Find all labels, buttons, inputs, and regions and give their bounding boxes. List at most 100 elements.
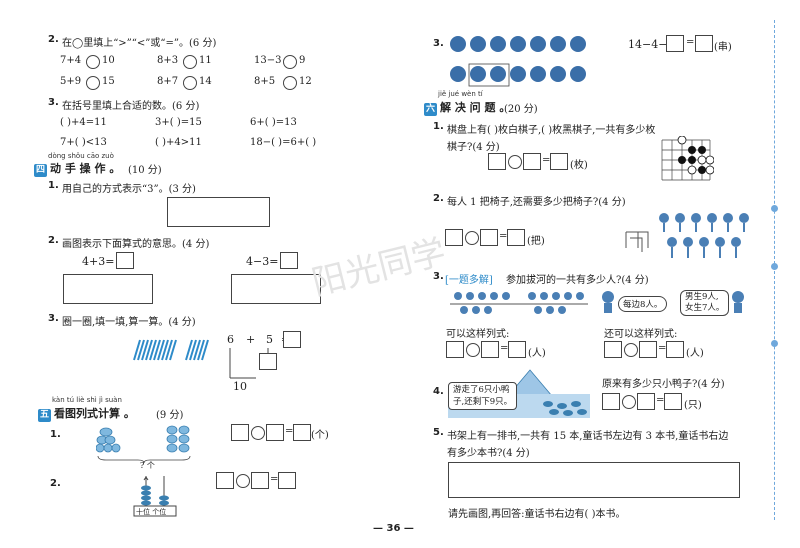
answer-box[interactable] [266, 424, 284, 441]
answer-box[interactable] [695, 35, 713, 52]
answer-box[interactable] [639, 341, 657, 358]
answer-box[interactable] [602, 393, 620, 410]
answer-box[interactable] [637, 393, 655, 410]
margin-guide-line [774, 20, 775, 520]
operator-circle[interactable] [622, 395, 636, 409]
operator-circle[interactable] [624, 343, 638, 357]
equals-sign: = [686, 37, 695, 48]
margin-dot [771, 205, 778, 212]
compare-right: 11 [199, 55, 212, 66]
question-number: 2. [433, 193, 444, 204]
section-score: (20 分) [504, 104, 538, 115]
section-pinyin: kàn tú liè shì jì suàn [52, 396, 122, 404]
drawing-area[interactable] [448, 462, 740, 498]
drawing-area[interactable] [167, 197, 270, 227]
compare-right: 12 [299, 76, 312, 87]
compare-left: 8+5 [254, 76, 276, 87]
answer-box[interactable] [280, 252, 298, 269]
compare-right: 15 [102, 76, 115, 87]
answer-box[interactable] [481, 341, 499, 358]
operator-circle[interactable] [465, 231, 479, 245]
compare-right: 10 [102, 55, 115, 66]
compare-left: 8+3 [157, 55, 179, 66]
fill-blank[interactable]: ( )+4=11 [60, 117, 107, 128]
question-number: 1. [50, 429, 61, 440]
answer-box[interactable] [251, 472, 269, 489]
fill-blank[interactable]: 6+( )=13 [250, 117, 297, 128]
fill-blank[interactable]: 18−( )=6+( ) [250, 137, 317, 148]
answer-box[interactable] [604, 341, 622, 358]
compare-circle[interactable] [183, 55, 197, 69]
answer-box[interactable] [508, 341, 526, 358]
section-header: 四动 手 操 作 。 [34, 160, 120, 177]
answer-box[interactable] [666, 341, 684, 358]
operator-circle[interactable] [236, 474, 250, 488]
equals-sign: = [656, 395, 665, 406]
question-number: 3. [48, 97, 59, 108]
question-number: 3. [48, 313, 59, 324]
unit-label: (串) [714, 42, 732, 53]
section-title: 解 决 问 题 。 [440, 101, 511, 114]
question-text: 书架上有一排书,一共有 15 本,童话书左边有 3 本书,童话书右边 [447, 431, 729, 442]
bubble-line: 女生7人。 [685, 303, 725, 313]
question-number: 4. [433, 386, 444, 397]
compare-circle[interactable] [86, 76, 100, 90]
question-text: 棋子?(4 分) [447, 142, 500, 153]
answer-box[interactable] [664, 393, 682, 410]
equals-sign: = [499, 231, 508, 242]
grapes-picture [450, 36, 586, 87]
answer-box[interactable] [293, 424, 311, 441]
right-page: 3. 14−4− = (串) jiě jué wèn tí 六解 决 问 题 。… [308, 0, 800, 548]
stones-picture [96, 425, 190, 453]
answer-box[interactable] [550, 153, 568, 170]
compare-right: 14 [199, 76, 212, 87]
section-score: (10 分) [128, 165, 162, 176]
equation: 4−3= [246, 255, 279, 268]
answer-box[interactable] [488, 153, 506, 170]
answer-box[interactable] [507, 229, 525, 246]
question-mark-label: ? 个 [140, 461, 155, 470]
answer-box[interactable] [523, 153, 541, 170]
unit-label: (枚) [570, 160, 588, 171]
equals-sign: = [270, 474, 279, 485]
left-page: 2. 在◯里填上“>”“<”或“=”。(6 分) 7+4 10 8+3 11 1… [34, 34, 329, 517]
operator-circle[interactable] [466, 343, 480, 357]
question-number: 2. [48, 235, 59, 246]
question-text: 画图表示下面算式的意思。(4 分) [62, 239, 210, 250]
answer-box[interactable] [231, 424, 249, 441]
question-number: 2. [50, 478, 61, 489]
abacus-label: 十位 个位 [136, 508, 167, 516]
answer-box[interactable] [259, 353, 277, 370]
fill-blank[interactable]: ( )+4>11 [155, 137, 202, 148]
compare-circle[interactable] [86, 55, 100, 69]
question-text: 原来有多少只小鸭子?(4 分) [602, 379, 725, 390]
answer-box[interactable] [278, 472, 296, 489]
drawing-area[interactable] [63, 274, 153, 304]
answer-box[interactable] [216, 472, 234, 489]
equals-sign: = [500, 343, 509, 354]
unit-label: (只) [684, 400, 702, 411]
answer-box[interactable] [116, 252, 134, 269]
compare-left: 8+7 [157, 76, 179, 87]
chairs-children-picture [625, 213, 749, 258]
compare-circle[interactable] [183, 76, 197, 90]
speech-bubble: 男生9人, 女生7人。 [680, 290, 730, 316]
compare-circle[interactable] [283, 55, 297, 69]
unit-label: (人) [528, 348, 546, 359]
fill-blank[interactable]: 7+( )<13 [60, 137, 107, 148]
fill-blank[interactable]: 3+( )=15 [155, 117, 202, 128]
answer-box[interactable] [445, 229, 463, 246]
operator-circle[interactable] [251, 426, 265, 440]
answer-box[interactable] [480, 229, 498, 246]
compare-circle[interactable] [283, 76, 297, 90]
answer-box[interactable] [446, 341, 464, 358]
answer-box[interactable] [283, 331, 301, 348]
child-icon [602, 291, 614, 313]
equation: 4+3= [82, 255, 115, 268]
question-number: 1. [433, 121, 444, 132]
operator-circle[interactable] [508, 155, 522, 169]
bubble-line: 子,还剩下9只。 [453, 397, 513, 407]
drawing-area[interactable] [231, 274, 321, 304]
answer-box[interactable] [666, 35, 684, 52]
multi-solution-tag: [一题多解] [445, 275, 493, 286]
